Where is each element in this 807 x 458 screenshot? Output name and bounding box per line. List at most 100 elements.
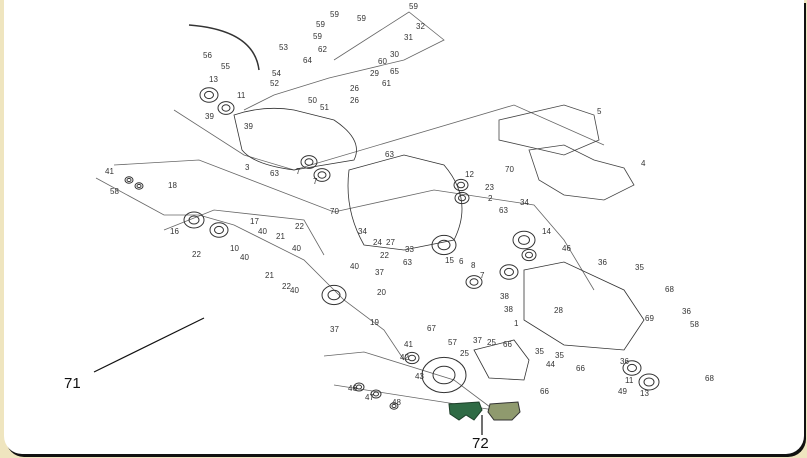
group-frame-cover [173,104,605,171]
callout-60: 60 [378,57,387,66]
callout-24: 24 [373,238,382,247]
callout-7: 7 [313,177,318,186]
bearing-ring [432,365,456,385]
callout-12: 12 [465,170,474,179]
bearing-ring [504,267,514,277]
callout-63: 63 [403,258,412,267]
callout-59: 59 [330,10,339,19]
callout-36: 36 [682,307,691,316]
bearing-ring [221,104,231,112]
callout-39: 39 [244,122,253,131]
callout-68: 68 [705,374,714,383]
callout-35: 35 [635,263,644,272]
bearing-ring [134,182,144,190]
callout-25: 25 [460,349,469,358]
callout-40: 40 [292,244,301,253]
callout-62: 62 [318,45,327,54]
callout-67: 67 [427,324,436,333]
callout-22: 22 [380,251,389,260]
callout-36: 36 [598,258,607,267]
callout-34: 34 [358,227,367,236]
bearing-ring [454,191,470,205]
callout-33: 33 [405,245,414,254]
callout-68: 68 [665,285,674,294]
callout-46: 46 [562,244,571,253]
callout-7: 7 [296,167,301,176]
callout-19: 19 [370,318,379,327]
callout-4: 4 [641,159,646,168]
callout-69: 69 [645,314,654,323]
callout-32: 32 [416,22,425,31]
bearing-ring [518,235,530,245]
callout-63: 63 [499,206,508,215]
bearing-ring [469,278,479,286]
callout-63: 63 [270,169,279,178]
bearing-ring [421,356,467,394]
bearing-ring [304,158,314,166]
callout-2: 2 [488,194,493,203]
callout-40: 40 [240,253,249,262]
callout-42: 42 [400,353,409,362]
callout-18: 18 [168,181,177,190]
callout-44: 44 [546,360,555,369]
bearing-ring [321,284,347,306]
callout-13: 13 [209,75,218,84]
callout-47: 47 [365,393,374,402]
bearing-ring [300,155,318,169]
callout-22: 22 [282,282,291,291]
callout-5: 5 [597,107,602,116]
callout-58: 58 [690,320,699,329]
bearing-ring [327,289,341,301]
callout-41: 41 [105,167,114,176]
callout-57: 57 [448,338,457,347]
bearing-ring [204,90,214,100]
callout-23: 23 [485,183,494,192]
callout-35: 35 [555,351,564,360]
callout-8: 8 [471,261,476,270]
bearing-ring [389,402,399,410]
group-frame-brake [323,351,495,411]
callout-46: 46 [348,384,357,393]
callout-6: 6 [459,257,464,266]
bearing-ring [453,178,469,192]
callout-14: 14 [542,227,551,236]
bearing-ring [356,384,362,390]
callout-31: 31 [404,33,413,42]
callout-38: 38 [504,305,513,314]
callout-40: 40 [350,262,359,271]
bearing-ring [353,382,365,392]
callout-22: 22 [295,222,304,231]
group-frame-shaft [113,159,595,291]
callout-38: 38 [500,292,509,301]
callout-52: 52 [270,79,279,88]
callout-26: 26 [350,96,359,105]
bearing-ring [370,389,382,399]
bearing-ring [217,101,235,115]
callout-22: 22 [192,250,201,259]
callout-64: 64 [303,56,312,65]
callout-26: 26 [350,84,359,93]
callout-51: 51 [320,103,329,112]
callout-48: 48 [392,398,401,407]
callout-15: 15 [445,256,454,265]
caliper [473,339,530,381]
bearing-ring [136,183,142,189]
callout-55: 55 [221,62,230,71]
callout-41: 41 [404,340,413,349]
bearing-ring [188,215,200,225]
brake-pad-dark [448,401,483,421]
callout-39: 39 [205,112,214,121]
gasket-4 [528,144,635,201]
callout-16: 16 [170,227,179,236]
callout-61: 61 [382,79,391,88]
callout-71: 71 [64,375,81,392]
callout-53: 53 [279,43,288,52]
callout-54: 54 [272,69,281,78]
callout-65: 65 [390,67,399,76]
callout-56: 56 [203,51,212,60]
bearing-ring [465,275,483,289]
bearing-ring [643,377,655,387]
callout-59: 59 [409,2,418,11]
callout-7: 7 [480,271,485,280]
leader-71 [93,317,205,373]
